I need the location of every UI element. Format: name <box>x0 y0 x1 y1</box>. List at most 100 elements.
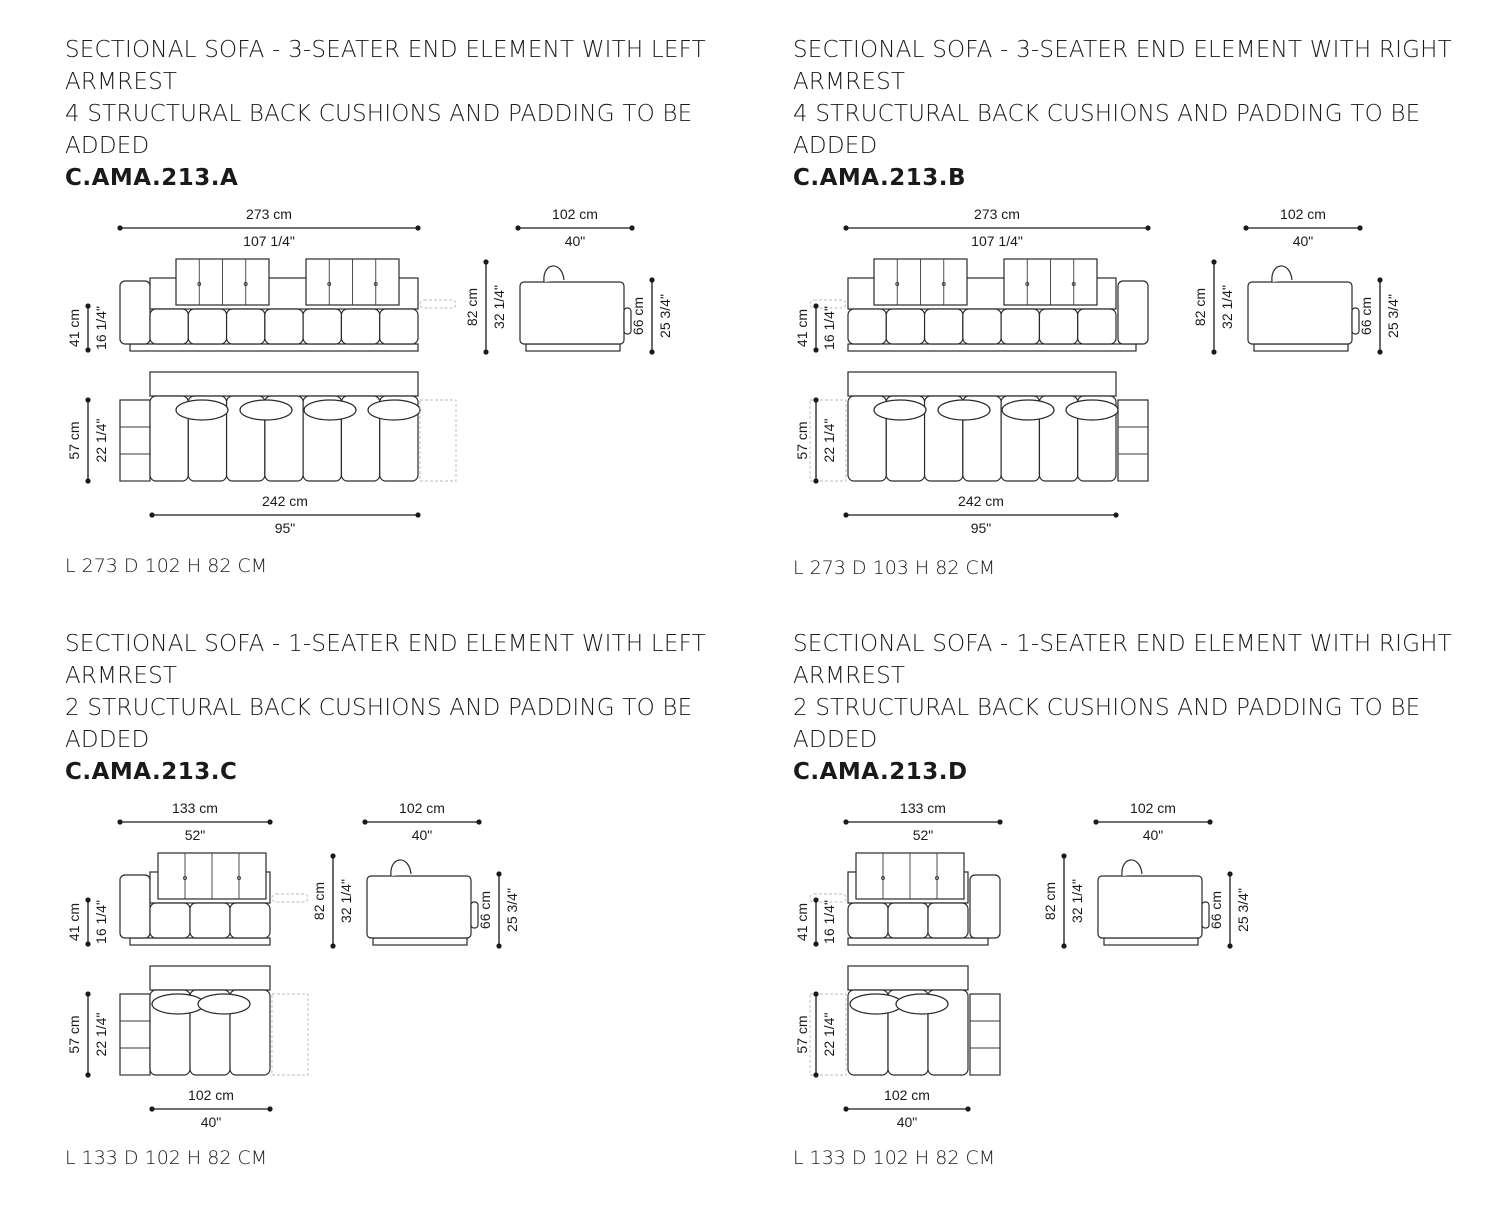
side-armrest-edge <box>623 307 632 335</box>
dimension-endpoint <box>483 259 489 265</box>
dimension-endpoint <box>843 1106 849 1112</box>
dimension-label: 41 cm <box>66 309 82 347</box>
dimension-endpoint <box>1211 349 1217 355</box>
cushion-button <box>197 282 202 286</box>
dimension-label: 32 1/4" <box>1069 879 1085 923</box>
dimension-label: 40" <box>201 1114 222 1130</box>
side-back-pillow <box>1271 265 1293 283</box>
cushion-button <box>895 282 900 286</box>
dimension-label: 22 1/4" <box>821 1013 837 1057</box>
plan-backrest <box>149 371 419 397</box>
dimension-label: 107 1/4" <box>971 233 1023 249</box>
dimension-label: 102 cm <box>1280 206 1326 222</box>
dimension-label: 273 cm <box>246 206 292 222</box>
dimension-label: 25 3/4" <box>1385 294 1401 338</box>
dimension-endpoint <box>117 819 123 825</box>
product-code: C.AMA.213.A <box>65 165 239 191</box>
seat-cushion <box>225 308 266 345</box>
dimension-endpoint <box>813 897 819 903</box>
side-armrest-edge <box>470 901 479 929</box>
plan-pillow <box>1001 399 1055 421</box>
dimension-label: 242 cm <box>262 493 308 509</box>
dimension-endpoint <box>149 512 155 518</box>
side-view <box>519 265 632 352</box>
seat-cushion <box>340 308 381 345</box>
extension-ghost <box>809 399 847 482</box>
dimension-label: 25 3/4" <box>1235 888 1251 932</box>
sofa-plinth <box>129 937 271 946</box>
product-title: SECTIONAL SOFA - 3-SEATER END ELEMENT WI… <box>793 37 1452 159</box>
dimension-label: 95" <box>971 520 992 536</box>
dimension-label: 40" <box>1143 827 1164 843</box>
sofa-armrest <box>969 874 1001 939</box>
product-card-d: SECTIONAL SOFA - 1-SEATER END ELEMENT WI… <box>793 628 1491 1218</box>
dimension-endpoint <box>415 225 421 231</box>
dimension-endpoint <box>85 478 91 484</box>
dimension-label: 16 1/4" <box>93 306 109 350</box>
seat-cushion <box>1000 308 1041 345</box>
seat-cushion <box>887 902 929 939</box>
sofa-armrest <box>1117 280 1149 345</box>
dimension-label: 40" <box>412 827 433 843</box>
dimension-endpoint <box>1093 819 1099 825</box>
seat-cushion <box>264 308 304 345</box>
dimension-endpoint <box>843 819 849 825</box>
cushion-button <box>1025 282 1030 286</box>
seat-cushion <box>302 308 343 345</box>
side-body <box>519 281 625 345</box>
product-code: C.AMA.213.C <box>65 759 238 785</box>
dimension-label: 82 cm <box>311 882 327 920</box>
dimension-endpoint <box>813 347 819 353</box>
extension-ghost <box>271 893 309 903</box>
cushion-button <box>935 876 939 880</box>
product-card-c: SECTIONAL SOFA - 1-SEATER END ELEMENT WI… <box>65 628 765 1218</box>
product-code: C.AMA.213.B <box>793 165 967 191</box>
dimension-endpoint <box>813 478 819 484</box>
dimension-endpoint <box>85 941 91 947</box>
dimension-label: 25 3/4" <box>657 294 673 338</box>
plan-pillow <box>303 399 357 421</box>
plan-armrest <box>119 399 151 482</box>
dimension-label: 40" <box>1293 233 1314 249</box>
plan-view <box>119 371 457 482</box>
front-view <box>119 258 457 352</box>
seat-cushion <box>149 308 189 345</box>
plan-pillow <box>849 993 903 1015</box>
dimension-endpoint <box>649 277 655 283</box>
dimension-label: 102 cm <box>552 206 598 222</box>
cushion-button <box>941 282 946 286</box>
dimension-label: 273 cm <box>974 206 1020 222</box>
dimension-endpoint <box>330 853 336 859</box>
dimension-endpoint <box>267 1106 273 1112</box>
product-card-b: SECTIONAL SOFA - 3-SEATER END ELEMENT WI… <box>793 34 1491 624</box>
dimension-label: 66 cm <box>630 297 646 335</box>
dimension-label: 41 cm <box>66 903 82 941</box>
dimension-endpoint <box>1227 943 1233 949</box>
dimension-label: 32 1/4" <box>338 879 354 923</box>
seat-cushion <box>927 902 969 939</box>
dimension-label: 16 1/4" <box>821 900 837 944</box>
dimension-label: 40" <box>897 1114 918 1130</box>
dimension-label: 82 cm <box>464 288 480 326</box>
dimension-label: 82 cm <box>1192 288 1208 326</box>
dimension-label: 22 1/4" <box>93 419 109 463</box>
side-view <box>1097 859 1210 946</box>
plan-pillow <box>1065 399 1119 421</box>
dimension-endpoint <box>1377 349 1383 355</box>
dimension-endpoint <box>85 347 91 353</box>
dimension-endpoint <box>843 512 849 518</box>
dimension-endpoint <box>1211 259 1217 265</box>
seat-cushion <box>885 308 926 345</box>
dimension-endpoint <box>267 819 273 825</box>
extension-ghost <box>419 299 457 309</box>
dimension-label: 102 cm <box>1130 800 1176 816</box>
side-back-pillow <box>1121 859 1143 877</box>
dimension-label: 32 1/4" <box>491 285 507 329</box>
dimension-label: 82 cm <box>1042 882 1058 920</box>
side-view <box>1247 265 1360 352</box>
cushion-button <box>237 876 241 880</box>
